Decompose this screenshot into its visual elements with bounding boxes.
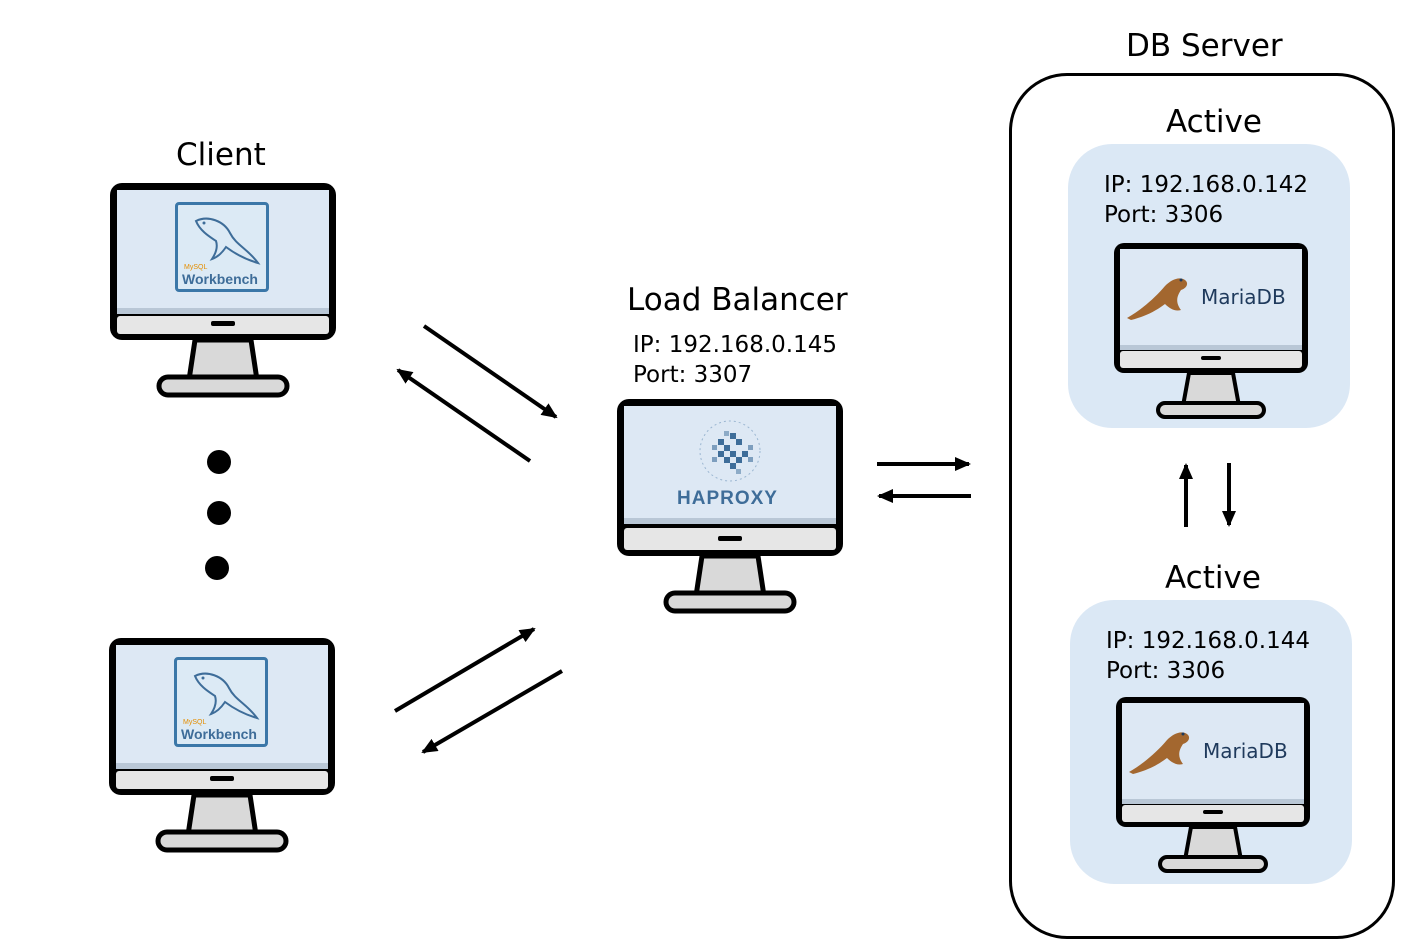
db-server-container — [1009, 73, 1395, 939]
db-server-title: DB Server — [1126, 28, 1283, 64]
db-node-2-port: Port: 3306 — [1106, 658, 1226, 684]
mysql-workbench-logo-icon: MySQL Workbench — [174, 657, 268, 747]
client-monitor-1: MySQL Workbench — [107, 180, 347, 410]
mysql-label: MySQL — [184, 264, 208, 271]
db-node-1-port: Port: 3306 — [1104, 202, 1224, 228]
arrow-lb-to-client2 — [421, 669, 564, 754]
client-monitor-2: MySQL Workbench — [106, 635, 346, 865]
load-balancer-info: IP: 192.168.0.145 Port: 3307 — [633, 330, 837, 390]
arrow-client1-to-lb — [422, 324, 558, 419]
load-balancer-ip: IP: 192.168.0.145 — [633, 332, 837, 358]
db-node-2-role: Active — [1165, 560, 1261, 596]
mariadb-seal-icon — [1127, 278, 1188, 320]
db-node-1-role: Active — [1166, 104, 1262, 140]
monitor-icon — [617, 399, 843, 614]
mysql-label: MySQL — [183, 719, 207, 726]
mysql-workbench-logo-icon: MySQL Workbench — [175, 202, 269, 292]
workbench-label: Workbench — [181, 726, 257, 742]
workbench-label: Workbench — [182, 271, 258, 287]
arrow-client2-to-lb — [393, 627, 536, 713]
arrow-lb-to-client1 — [396, 368, 532, 463]
mariadb-label: MariaDB — [1201, 285, 1286, 309]
client-title: Client — [176, 137, 266, 173]
load-balancer-monitor: HAPROXY — [614, 396, 854, 626]
ellipsis-dot-1 — [207, 450, 231, 474]
haproxy-label: HAPROXY — [677, 488, 778, 509]
mariadb-label: MariaDB — [1203, 739, 1288, 763]
db-node-1-monitor: MariaDB — [1111, 240, 1311, 422]
ellipsis-dot-3 — [205, 556, 229, 580]
db-node-2-ip: IP: 192.168.0.144 — [1106, 628, 1310, 654]
monitor-icon — [1114, 243, 1308, 419]
db-node-1-ip: IP: 192.168.0.142 — [1104, 172, 1308, 198]
load-balancer-port: Port: 3307 — [633, 362, 753, 388]
db-node-2-monitor: MariaDB — [1113, 694, 1313, 876]
ellipsis-dot-2 — [207, 501, 231, 525]
load-balancer-title: Load Balancer — [627, 282, 848, 318]
mariadb-seal-icon — [1129, 732, 1190, 774]
monitor-icon — [1116, 697, 1310, 873]
db-node-2-info: IP: 192.168.0.144 Port: 3306 — [1106, 626, 1310, 686]
haproxy-logo-icon — [699, 420, 761, 482]
db-node-1-info: IP: 192.168.0.142 Port: 3306 — [1104, 170, 1308, 230]
